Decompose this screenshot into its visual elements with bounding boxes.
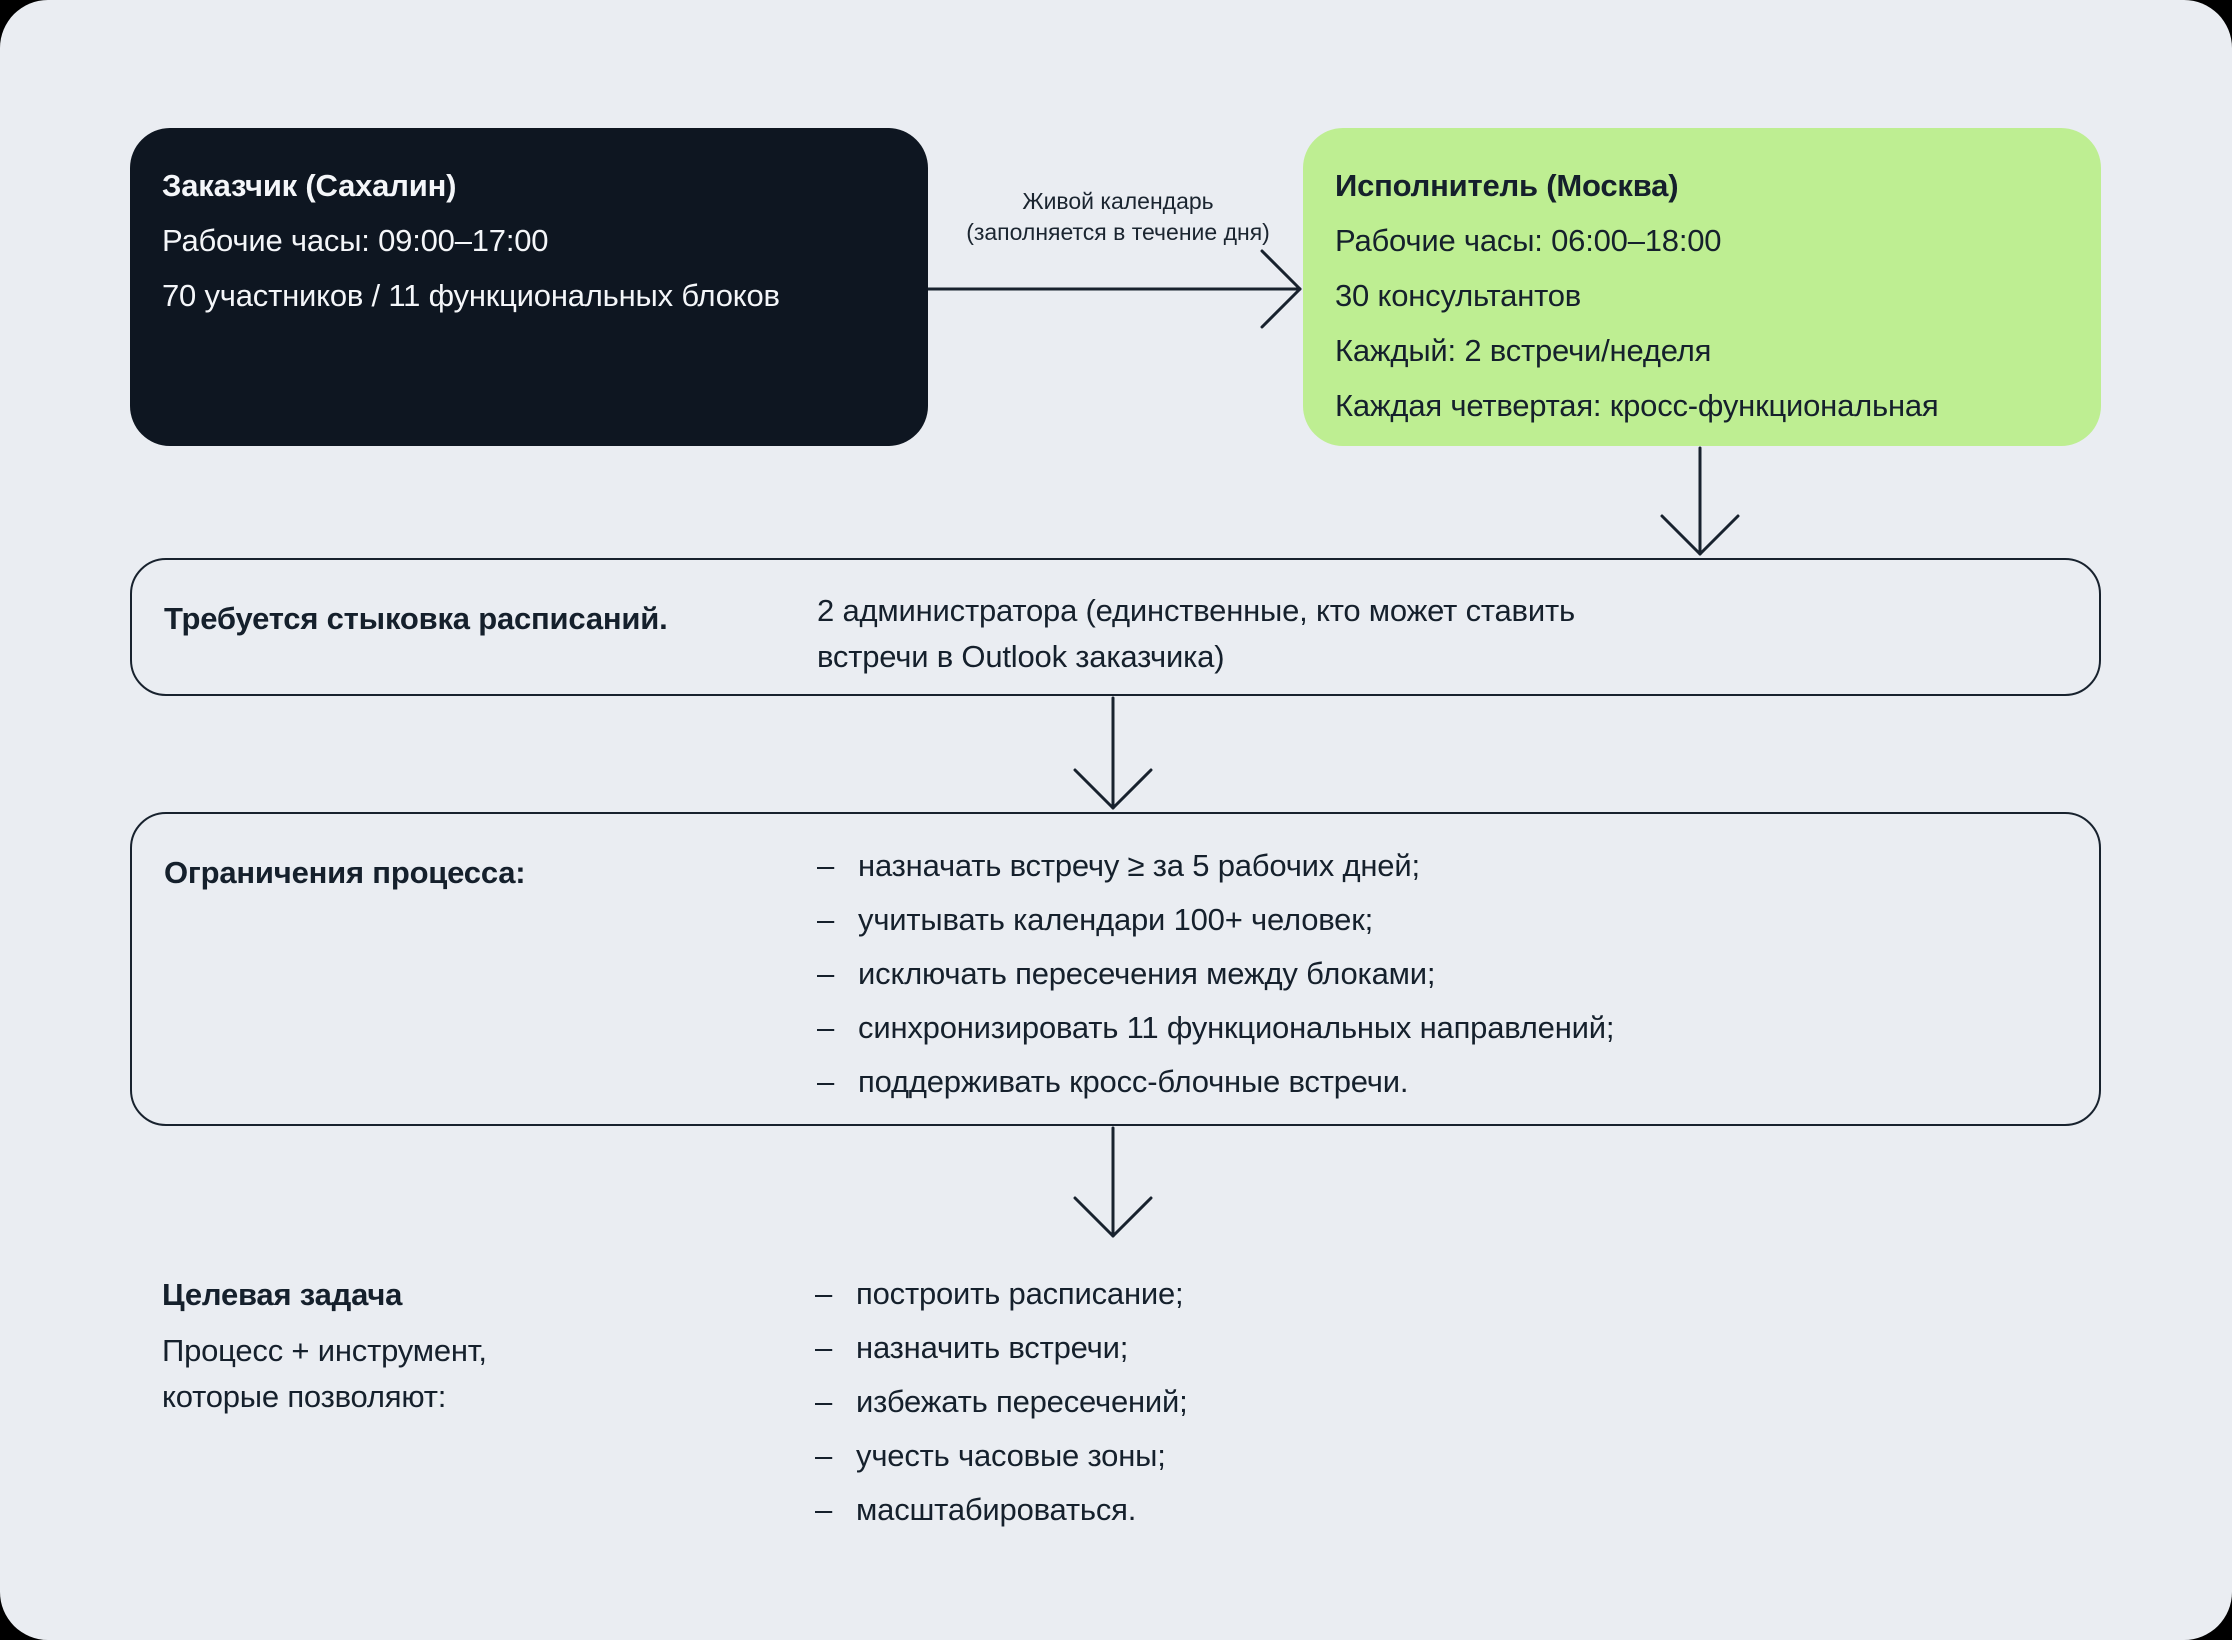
list-item: – масштабироваться. <box>815 1483 1188 1537</box>
list-item-text: назначать встречу ≥ за 5 рабочих дней; <box>858 848 1420 883</box>
goal-title: Целевая задача <box>162 1277 403 1312</box>
dash-marker: – <box>817 956 835 991</box>
dash-marker: – <box>815 1384 833 1419</box>
dash-marker: – <box>817 848 835 883</box>
goal-subtitle: Процесс + инструмент, которые позволяют: <box>162 1333 487 1414</box>
list-item: – построить расписание; <box>815 1267 1188 1321</box>
arrow-head-right-icon <box>1260 249 1302 329</box>
sync-requirement-title: Требуется стыковка расписаний. <box>164 601 668 636</box>
constraints-to-goal-arrow <box>1073 1126 1153 1238</box>
sync-requirement-box: Требуется стыковка расписаний. 2 админис… <box>130 558 2101 696</box>
list-item-text: учитывать календари 100+ человек; <box>858 902 1373 937</box>
customer-card-line: Рабочие часы: 09:00–17:00 <box>162 223 549 258</box>
customer-card: Заказчик (Сахалин) Рабочие часы: 09:00–1… <box>130 128 928 446</box>
executor-card-title: Исполнитель (Москва) <box>1335 168 1679 203</box>
list-item-text: исключать пересечения между блоками; <box>858 956 1436 991</box>
list-item-text: построить расписание; <box>856 1276 1184 1311</box>
constraints-title: Ограничения процесса: <box>164 855 526 890</box>
sync-to-constraints-arrow <box>1073 696 1153 810</box>
list-item-text: поддерживать кросс-блочные встречи. <box>858 1064 1409 1099</box>
list-item: – назначать встречу ≥ за 5 рабочих дней; <box>817 839 1614 893</box>
arrow-head-down-icon <box>1073 1196 1153 1238</box>
executor-to-sync-arrow <box>1660 446 1740 556</box>
list-item-text: масштабироваться. <box>856 1492 1137 1527</box>
list-item: – назначить встречи; <box>815 1321 1188 1375</box>
customer-card-title: Заказчик (Сахалин) <box>162 168 457 203</box>
dash-marker: – <box>815 1276 833 1311</box>
list-item-text: учесть часовые зоны; <box>856 1438 1166 1473</box>
dash-marker: – <box>817 1064 835 1099</box>
list-item: – поддерживать кросс-блочные встречи. <box>817 1055 1614 1109</box>
executor-card-line: Каждый: 2 встречи/неделя <box>1335 333 1712 368</box>
executor-card-line: 30 консультантов <box>1335 278 1582 313</box>
arrow-head-down-icon <box>1660 514 1740 556</box>
calendar-arrow-label: Живой календарь (заполняется в течение д… <box>966 188 1270 245</box>
arrow-head-down-icon <box>1073 768 1153 810</box>
list-item: – учесть часовые зоны; <box>815 1429 1188 1483</box>
goal-list: – построить расписание; – назначить встр… <box>815 1267 1188 1537</box>
list-item: – учитывать календари 100+ человек; <box>817 893 1614 947</box>
list-item: – исключать пересечения между блоками; <box>817 947 1614 1001</box>
list-item: – избежать пересечений; <box>815 1375 1188 1429</box>
calendar-arrow <box>926 249 1302 329</box>
list-item-text: назначить встречи; <box>856 1330 1129 1365</box>
constraints-list: – назначать встречу ≥ за 5 рабочих дней;… <box>817 839 1614 1109</box>
executor-card: Исполнитель (Москва) Рабочие часы: 06:00… <box>1303 128 2101 446</box>
list-item: – синхронизировать 11 функциональных нап… <box>817 1001 1614 1055</box>
dash-marker: – <box>815 1330 833 1365</box>
customer-card-line: 70 участников / 11 функциональных блоков <box>162 278 780 313</box>
dash-marker: – <box>817 1010 835 1045</box>
dash-marker: – <box>817 902 835 937</box>
executor-card-line: Каждая четвертая: кросс-функциональная <box>1335 388 1939 423</box>
dash-marker: – <box>815 1438 833 1473</box>
sync-requirement-description: 2 администратора (единственные, кто може… <box>817 593 1575 674</box>
dash-marker: – <box>815 1492 833 1527</box>
list-item-text: избежать пересечений; <box>856 1384 1188 1419</box>
constraints-box: Ограничения процесса: – назначать встреч… <box>130 812 2101 1126</box>
goal-box: Целевая задача Процесс + инструмент, кот… <box>130 1240 2101 1557</box>
list-item-text: синхронизировать 11 функциональных напра… <box>858 1010 1615 1045</box>
executor-card-line: Рабочие часы: 06:00–18:00 <box>1335 223 1722 258</box>
